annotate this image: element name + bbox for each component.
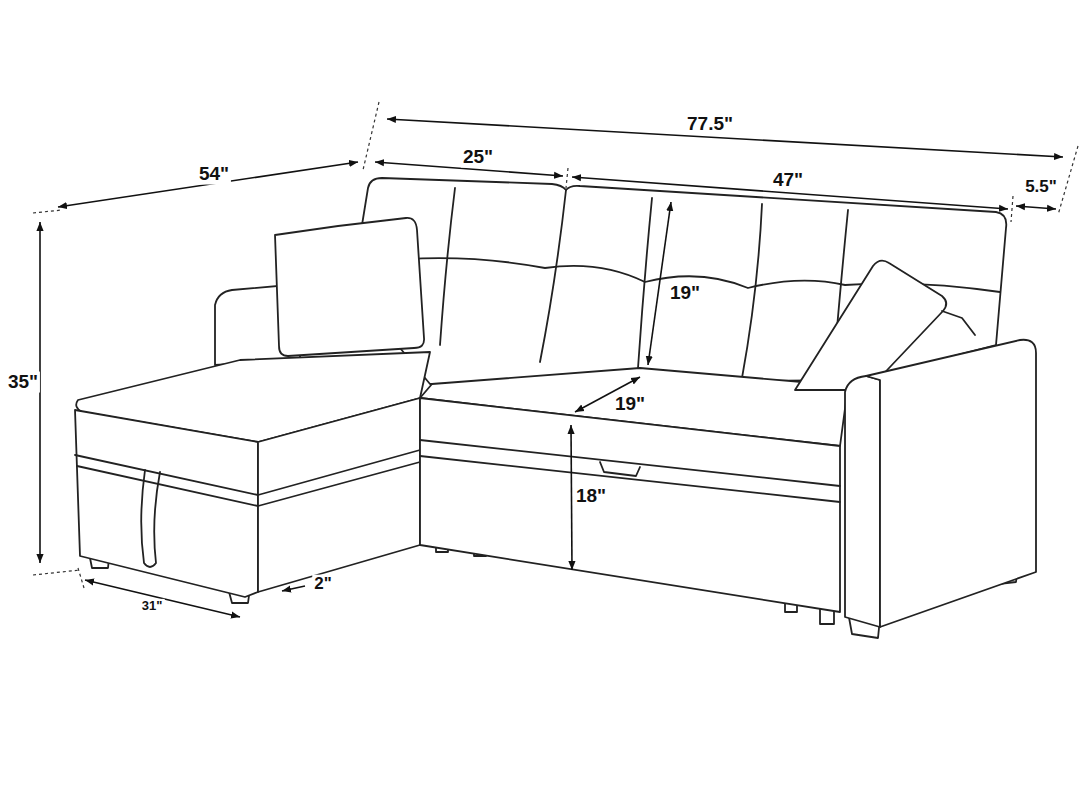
seat-front — [420, 398, 840, 612]
dimension-label: 77.5" — [685, 114, 735, 135]
dimension-line — [85, 580, 240, 617]
extension-line — [33, 210, 62, 213]
dimension-line — [58, 162, 358, 207]
dimension-line — [39, 222, 41, 563]
tuft-line — [440, 188, 455, 345]
extension-line — [363, 102, 379, 170]
pullout-handle — [600, 462, 640, 476]
pillow — [942, 311, 975, 335]
welt-line — [75, 450, 420, 495]
dimension-label: 54" — [197, 164, 231, 185]
dimension-label: 18" — [574, 486, 608, 507]
pullout-edge — [420, 456, 840, 502]
dimension-line — [571, 425, 572, 570]
dimension-label: 5.5" — [1023, 178, 1059, 197]
pull-strap — [141, 470, 160, 567]
welt-line — [77, 462, 420, 506]
extension-line — [1011, 196, 1013, 222]
dimension-line — [1016, 206, 1056, 209]
tuft-line — [638, 198, 652, 368]
dimension-label: 25" — [461, 147, 495, 168]
dimension-label: 35" — [6, 372, 40, 393]
dimension-label: 31" — [140, 599, 165, 613]
pillow — [275, 218, 424, 356]
dimension-label: 19" — [613, 394, 647, 415]
extension-line — [33, 570, 80, 575]
right-arm-side — [845, 376, 880, 627]
chaise-front — [75, 410, 258, 597]
backrest-seam — [540, 190, 566, 362]
chaise-side — [258, 398, 420, 592]
dimension-label: 2" — [312, 575, 334, 594]
dimension-label: 47" — [771, 170, 805, 191]
backrest-seam — [742, 204, 762, 378]
right-arm-front — [866, 340, 1036, 627]
extension-line — [78, 568, 84, 588]
extension-line — [566, 168, 568, 188]
dimension-line — [282, 586, 305, 591]
dimension-label: 19" — [668, 283, 702, 304]
